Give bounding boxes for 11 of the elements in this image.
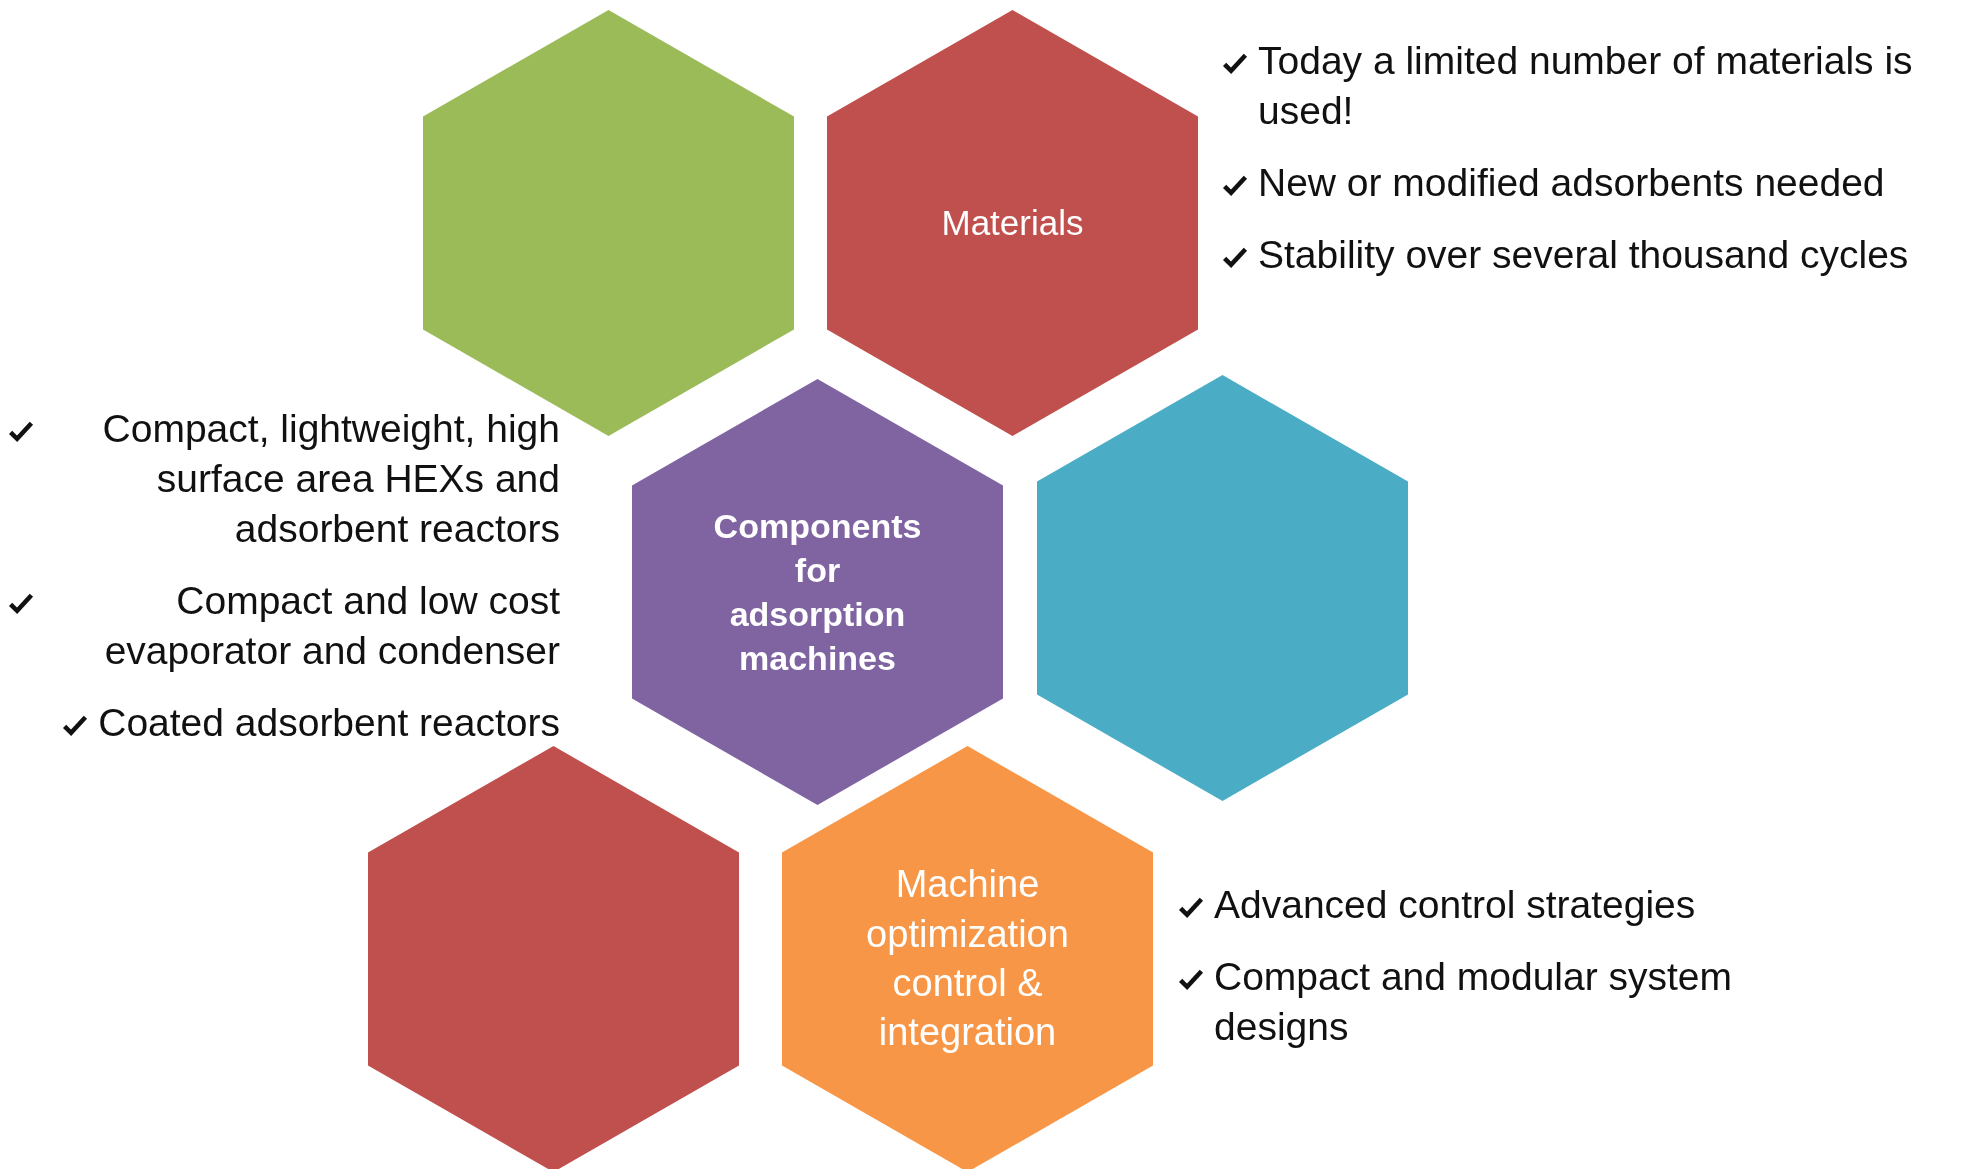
hexagon-label: Materials — [940, 202, 1085, 245]
hexagon-label: Components for adsorption machines — [712, 505, 923, 680]
bullet-text: New or modified adsorbents needed — [1258, 160, 1885, 206]
bullet-text: Stability over several thousand cycles — [1258, 232, 1909, 278]
hexagon-label: Machine optimization control & integration — [865, 862, 1070, 1056]
bullet-text: Compact and modular system designs — [1214, 954, 1734, 1050]
bullet-text: Compact and low cost evaporator and condenser — [103, 578, 560, 674]
bullet-text: Coated adsorbent reactors — [98, 700, 560, 746]
bullet-text: Compact, lightweight, high surface area HEXs and adsorbent reactors — [101, 406, 560, 552]
bullet-text: Today a limited number of materials is used! — [1258, 38, 1914, 134]
bullet-text: Advanced control strategies — [1214, 882, 1696, 928]
